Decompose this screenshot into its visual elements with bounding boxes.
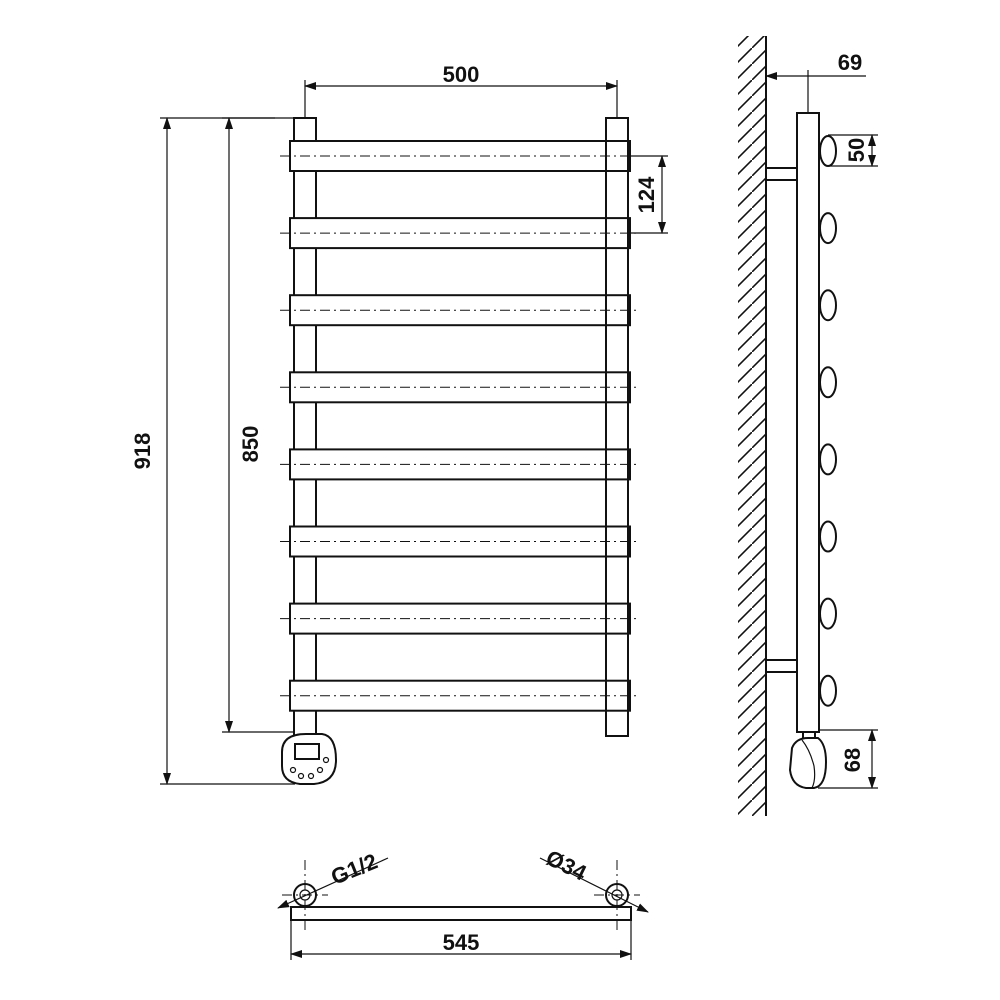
dimension-width-top-label: 500 — [443, 62, 480, 87]
dimension-pipe-height: 850 — [222, 117, 294, 733]
dimension-total-height: 918 — [130, 117, 295, 785]
dimension-width-bottom-label: 545 — [443, 930, 480, 955]
bar-end-profile — [819, 520, 837, 553]
pipe-diameter-callout: Ø34 — [539, 845, 649, 913]
dimension-total-height-label: 918 — [130, 433, 155, 470]
bar-end-profile — [819, 289, 837, 322]
right-pipe — [605, 117, 629, 737]
dimension-bar-pitch-label: 124 — [634, 176, 659, 213]
dimension-wall-offset: 69 — [765, 50, 866, 113]
dimension-width-bottom: 545 — [290, 920, 632, 960]
dimension-bar-diameter-label: 50 — [844, 138, 869, 162]
dimension-pipe-height-label: 850 — [238, 426, 263, 463]
front-view: 500 918 850 124 — [130, 62, 668, 785]
dimension-bar-diameter: 50 — [828, 134, 878, 167]
dimension-wall-offset-label: 69 — [838, 50, 862, 75]
bar-end-profile — [819, 443, 837, 476]
wall-bracket-top — [765, 167, 798, 181]
thread-label: G1/2 — [327, 849, 381, 890]
left-pipe — [293, 117, 317, 737]
bar-end-profile — [819, 674, 837, 707]
wall-hatching — [738, 36, 766, 816]
bottom-bar — [290, 906, 632, 921]
bar-end-profile — [819, 135, 837, 167]
dimension-heater-height: 68 — [818, 729, 878, 789]
dimension-heater-height-label: 68 — [840, 748, 865, 772]
connection-right — [594, 860, 640, 930]
bar-end-profiles — [819, 135, 837, 707]
heater-side-profile — [788, 731, 828, 789]
crossbars — [280, 140, 640, 712]
connection-left — [282, 860, 328, 930]
side-pipe — [796, 112, 820, 733]
bar-end-profile — [819, 212, 837, 245]
dimension-width-top: 500 — [304, 62, 618, 118]
electric-heater — [281, 733, 338, 785]
heater-display — [294, 743, 320, 760]
bottom-view: G1/2 Ø34 545 — [277, 845, 649, 960]
bar-end-profile — [819, 366, 837, 399]
wall-bracket-bottom — [765, 659, 798, 673]
side-view: 69 50 68 — [738, 36, 878, 816]
bar-end-profile — [819, 597, 837, 630]
dimension-bar-pitch: 124 — [630, 155, 668, 234]
